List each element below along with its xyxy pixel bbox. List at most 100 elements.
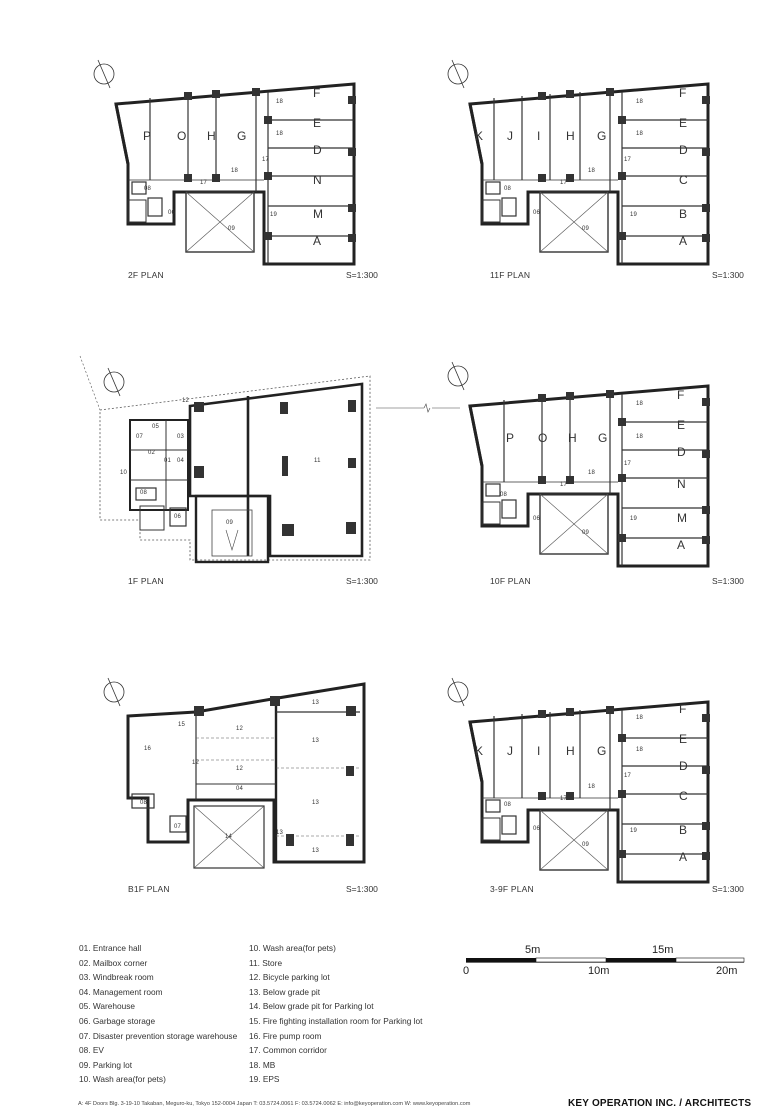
- room-label: 18: [636, 401, 644, 407]
- plan-10f: [446, 360, 712, 568]
- legend-item: 03. Windbreak room: [79, 972, 154, 983]
- unit-label: G: [237, 129, 247, 143]
- room-label: 18: [636, 131, 644, 137]
- plan-2f: [92, 58, 358, 266]
- unit-label: J: [507, 744, 514, 758]
- unit-label: G: [597, 744, 607, 758]
- plan-title: B1F PLAN: [128, 884, 170, 894]
- room-label: 06: [533, 210, 541, 216]
- unit-label: M: [677, 511, 688, 525]
- plan-title: 3-9F PLAN: [490, 884, 534, 894]
- room-label: 17: [200, 180, 208, 186]
- unit-label: H: [566, 129, 575, 143]
- room-label: 13: [312, 700, 320, 706]
- plan-scale: S=1:300: [712, 576, 744, 586]
- unit-label: G: [598, 431, 608, 445]
- plan-title: 10F PLAN: [490, 576, 531, 586]
- room-label: 19: [630, 516, 638, 522]
- room-label: 08: [140, 800, 148, 806]
- legend-item: 16. Fire pump room: [249, 1030, 322, 1041]
- scale-label: 15m: [652, 944, 674, 956]
- legend-item: 02. Mailbox corner: [79, 957, 148, 968]
- plan-b1f: [103, 677, 366, 869]
- room-label: 18: [588, 784, 596, 790]
- unit-label: M: [313, 207, 324, 221]
- legend-item: 05. Warehouse: [79, 1001, 135, 1012]
- room-label: 17: [624, 461, 632, 467]
- unit-label: B: [679, 823, 688, 837]
- room-label: 11: [314, 458, 321, 464]
- legend-item: 07. Disaster prevention storage warehous…: [79, 1030, 238, 1041]
- room-label: 08: [504, 802, 512, 808]
- room-label: 12: [182, 398, 190, 404]
- room-label: 17: [560, 180, 568, 186]
- unit-label: P: [143, 129, 152, 143]
- legend-item: 08. EV: [79, 1045, 104, 1056]
- room-label: 18: [276, 99, 284, 105]
- legend-item: 04. Management room: [79, 986, 163, 997]
- unit-label: F: [679, 86, 687, 100]
- room-label: 03: [177, 434, 185, 440]
- room-label: 06: [174, 514, 182, 520]
- room-label: 17: [624, 157, 632, 163]
- plan-scale: S=1:300: [712, 884, 744, 894]
- unit-label: A: [679, 234, 688, 248]
- legend-item: 13. Below grade pit: [249, 986, 321, 997]
- room-label: 15: [178, 722, 186, 728]
- room-label: 19: [630, 828, 638, 834]
- plan-title: 2F PLAN: [128, 270, 164, 280]
- unit-label: D: [313, 143, 322, 157]
- room-label: 12: [236, 766, 244, 772]
- unit-label: H: [566, 744, 575, 758]
- plan-title: 1F PLAN: [128, 576, 164, 586]
- room-label: 02: [148, 450, 156, 456]
- room-label: 16: [144, 746, 152, 752]
- legend-item: 10. Wash area(for pets): [79, 1074, 166, 1085]
- room-label: 10: [120, 470, 128, 476]
- footer-address: A: 4F Doors Blg. 3-19-10 Takaban, Meguro…: [78, 1101, 471, 1107]
- legend-item: 09. Parking lot: [79, 1059, 133, 1070]
- room-label: 13: [276, 830, 284, 836]
- unit-label: N: [313, 173, 322, 187]
- unit-label: O: [538, 431, 548, 445]
- room-label: 08: [500, 492, 508, 498]
- room-label: 14: [225, 834, 233, 840]
- room-label: 18: [636, 434, 644, 440]
- unit-label: C: [679, 173, 688, 187]
- legend-item: 10. Wash area(for pets): [249, 943, 336, 953]
- plan-scale: S=1:300: [346, 884, 378, 894]
- unit-label: F: [677, 388, 685, 402]
- room-label: 09: [582, 842, 590, 848]
- scale-bar: [466, 957, 745, 963]
- brand-name: KEY OPERATION INC. / ARCHITECTS: [568, 1098, 752, 1109]
- scale-label: 0: [463, 965, 470, 977]
- room-label: 18: [636, 747, 644, 753]
- room-label: 13: [312, 848, 320, 854]
- legend-item: 01. Entrance hall: [79, 943, 142, 953]
- room-label: 18: [636, 99, 644, 105]
- legend-item: 18. MB: [249, 1059, 276, 1070]
- unit-label: H: [207, 129, 216, 143]
- room-label: 06: [533, 826, 541, 832]
- room-label: 17: [624, 773, 632, 779]
- plan-3-9f: [446, 676, 712, 884]
- room-label: 13: [312, 800, 320, 806]
- room-label: 17: [560, 796, 568, 802]
- scale-label: 5m: [525, 944, 541, 956]
- room-label: 17: [560, 482, 568, 488]
- legend-item: 11. Store: [249, 957, 283, 968]
- unit-label: E: [679, 116, 688, 130]
- unit-label: D: [677, 445, 686, 459]
- room-label: 12: [236, 726, 244, 732]
- room-label: 06: [533, 516, 541, 522]
- room-label: 18: [231, 168, 239, 174]
- room-label: 04: [236, 786, 244, 792]
- scale-label: 10m: [588, 965, 610, 977]
- unit-label: E: [313, 116, 322, 130]
- room-label: 07: [136, 434, 144, 440]
- unit-label: B: [679, 207, 688, 221]
- unit-label: I: [537, 744, 541, 758]
- plan-title: 11F PLAN: [490, 270, 531, 280]
- room-label: 08: [144, 186, 152, 192]
